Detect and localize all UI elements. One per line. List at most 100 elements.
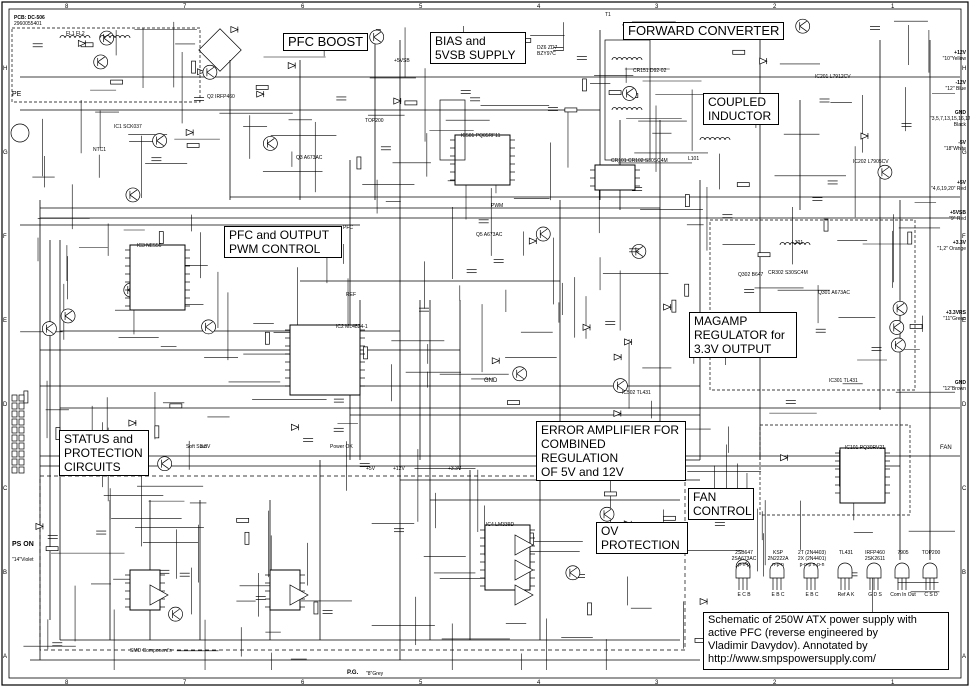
q3-label: Q3 A673AC: [296, 155, 323, 161]
rail-voltage: +3.3V: [952, 240, 966, 246]
caption-line2: active PFC (reverse engineered by: [708, 627, 878, 639]
coupled-inductor-label: COUPLED INDUCTOR: [703, 93, 779, 125]
s2v-net: 3.3V: [200, 444, 211, 450]
status-line1: STATUS and: [64, 432, 133, 446]
output-rail: -5V"18"White: [930, 140, 966, 152]
ic202-label: IC202 L7905CV: [853, 159, 889, 165]
coupled-line: COUPLED: [708, 95, 767, 109]
pinout-type: p-n-p n-p-n: [799, 562, 825, 568]
status-protection-label: STATUS and PROTECTION CIRCUITS: [59, 430, 149, 476]
ic3-label: IC3 NE556: [137, 243, 162, 249]
grid-col-label: 4: [537, 680, 541, 686]
pinout-name: TL431: [838, 550, 854, 556]
output-rail: +5VSB"9" Red: [930, 210, 966, 222]
grid-row-label: G: [962, 150, 967, 156]
pinout-pins: Ref A K: [837, 592, 855, 598]
grid-col-label: 4: [537, 4, 541, 10]
grid-row-label: D: [3, 402, 8, 408]
zener-label: DZ6 ZD7: [537, 45, 558, 51]
pinout-pins: E C B: [737, 592, 751, 598]
grid-col-label: 1: [891, 4, 895, 10]
output-rail: GND"3,5,7,13,15,16,17" Black: [930, 110, 970, 128]
fan-line1: FAN: [693, 490, 717, 504]
output-rail: +5V"4,6,19,20" Red: [930, 180, 966, 192]
ic301-label: IC301 TL431: [829, 378, 858, 384]
magamp-line1: MAGAMP: [694, 314, 748, 328]
rail-wire: "11"Green: [943, 316, 966, 322]
grid-col-label: 2: [773, 680, 777, 686]
caption-line1: Schematic of 250W ATX power supply with: [708, 614, 917, 626]
error-line2: COMBINED REGULATION: [541, 437, 619, 465]
smd-label: SMD Component's: [130, 648, 172, 654]
vsb-net: +5VSB: [394, 58, 410, 64]
rail-voltage: +5VSB: [950, 210, 966, 216]
pinout-name: 2SB647 2SA673AC: [731, 550, 757, 562]
pfc-boost-label: PFC BOOST: [283, 33, 369, 51]
grid-col-label: 7: [183, 4, 187, 10]
status-line2: PROTECTION: [64, 446, 143, 460]
rail-wire: "10"Yellow: [942, 56, 966, 62]
output-rail: +3.3V"1,2" Orange: [930, 240, 966, 252]
component-layer: [10, 18, 938, 651]
q301-label: Q301 A673AC: [818, 290, 850, 296]
pinout-type: n-p-n: [772, 562, 784, 568]
grid-row-label: G: [3, 150, 8, 156]
wiring-layer: [20, 20, 960, 670]
pinout-item: IRFP460 2SK2611 G D S: [860, 550, 890, 598]
caption-line4: http://www.smpspowersupply.com/: [708, 653, 876, 665]
ic501-label: IC501 PQ05RF11: [461, 133, 501, 139]
pinout-pins: G D S: [868, 592, 882, 598]
caption-line3: Vladimir Davydov). Annotated by: [708, 640, 868, 652]
grid-row-label: H: [962, 66, 966, 72]
pinout-name: IRFP460 2SK2611: [864, 550, 886, 562]
ps-on-label[interactable]: PS ON: [12, 541, 34, 548]
error-line3: OF 5V and 12V: [541, 465, 624, 479]
pfc-pwm-label: PFC and OUTPUT PWM CONTROL: [224, 226, 342, 258]
grid-col-label: 7: [183, 680, 187, 686]
grid-row-label: D: [962, 402, 967, 408]
p5-net: +5V: [366, 466, 376, 472]
t1-label: T1: [605, 12, 611, 18]
pcb-number: 2960055401: [14, 21, 42, 27]
q302-label: Q302 B647: [738, 272, 764, 278]
grid-col-label: 6: [301, 680, 305, 686]
bzy-label: BZY97C: [537, 51, 556, 57]
power-ok-net: Power OK: [330, 444, 353, 450]
ref-net-label: REF: [346, 292, 356, 298]
ic1-label: IC1 SCK037: [114, 124, 142, 130]
error-amplifier-label: ERROR AMPLIFIER FOR COMBINED REGULATION …: [536, 421, 686, 481]
softstart-net: Soft Start: [186, 444, 207, 450]
ic101-label: IC101 PQ30RV21: [845, 445, 885, 451]
rail-wire: "4,6,19,20" Red: [931, 186, 966, 192]
rail-voltage: +12V: [954, 50, 966, 56]
grid-row-label: F: [3, 234, 7, 240]
inductor-line: INDUCTOR: [708, 109, 772, 123]
grid-col-label: 3: [655, 680, 659, 686]
error-line1: ERROR AMPLIFIER FOR: [541, 423, 680, 437]
status-line3: CIRCUITS: [64, 460, 121, 474]
pg-label: P.G.: [347, 670, 359, 676]
caption-box: Schematic of 250W ATX power supply with …: [703, 612, 949, 670]
grid-col-label: 5: [419, 4, 423, 10]
fan-connector-label: FAN: [940, 445, 952, 451]
grid-row-label: B: [3, 570, 7, 576]
l101-label: L101: [688, 156, 700, 162]
fan-control-label: FAN CONTROL: [688, 488, 754, 520]
ov-line1: OV: [601, 524, 619, 538]
bias-vsb-label: BIAS and 5VSB SUPPLY: [430, 32, 526, 64]
ic2-label: IC2 ML4824-1: [336, 324, 368, 330]
l301-label: L301: [792, 240, 804, 246]
rail-voltage: -5V: [958, 140, 966, 146]
rail-voltage: GND: [954, 110, 966, 116]
pinout-pins: C S D: [924, 592, 938, 598]
rail-wire: "3,5,7,13,15,16,17" Black: [930, 116, 970, 128]
grid-row-label: E: [3, 318, 7, 324]
inner-frame: [8, 8, 962, 679]
rail-wire: "1,2" Orange: [937, 246, 966, 252]
cr101-label: CR101 CR102 S30SC4M: [611, 158, 668, 164]
ov-line2: PROTECTION: [601, 538, 680, 552]
grid-col-label: 8: [65, 680, 69, 686]
